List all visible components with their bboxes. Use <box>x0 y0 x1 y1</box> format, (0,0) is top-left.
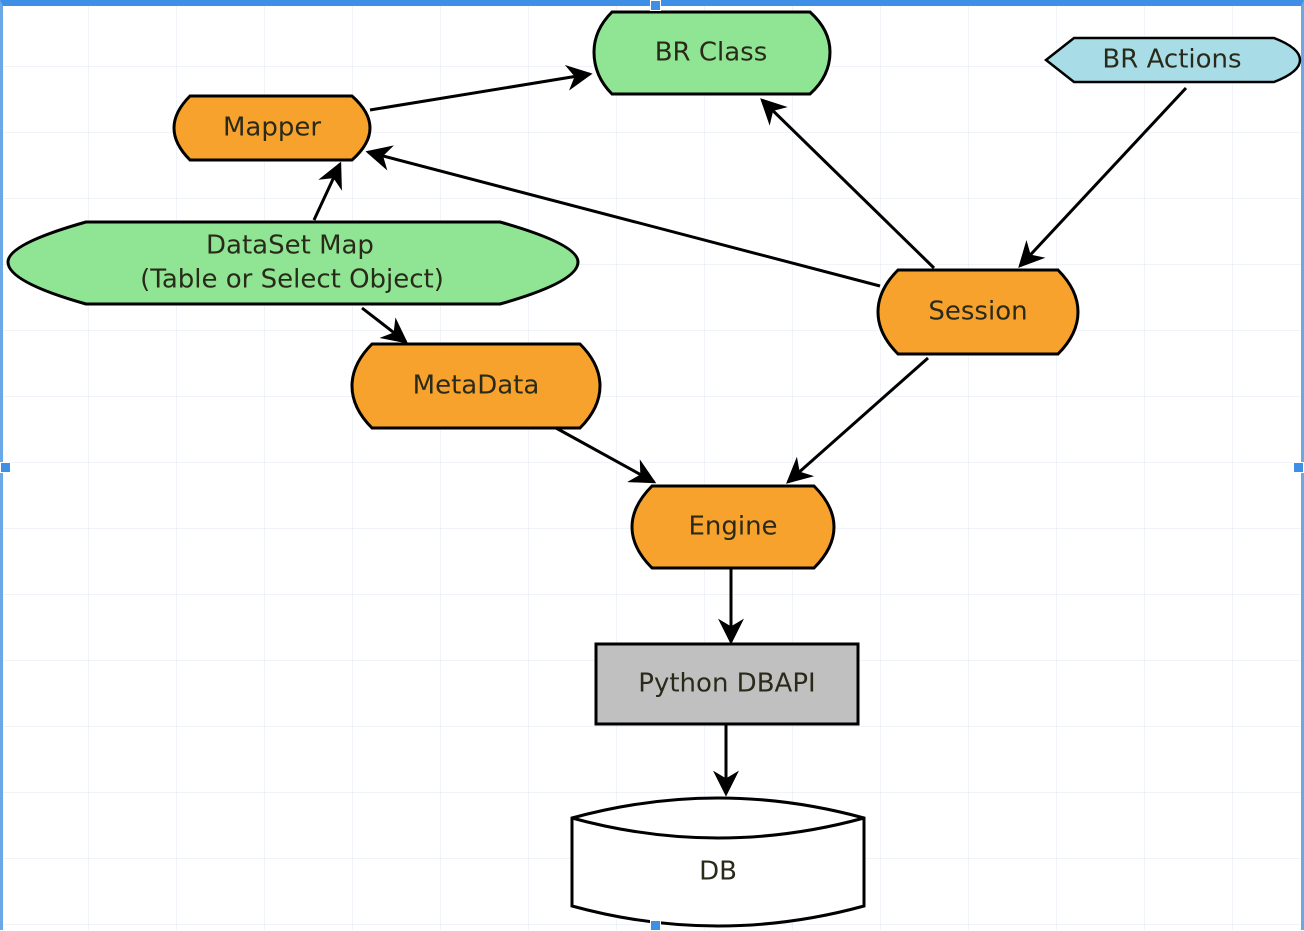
edge-metadata-to-engine <box>555 426 657 484</box>
resize-handle-bottom[interactable] <box>650 920 661 931</box>
db-label: DB <box>699 857 737 887</box>
dataset-map-label-line1: DataSet Map <box>206 231 374 261</box>
node-session[interactable]: Session <box>876 268 1080 356</box>
node-br-class[interactable]: BR Class <box>592 10 832 96</box>
edge-dataset-map-to-mapper <box>312 161 342 221</box>
node-engine[interactable]: Engine <box>630 484 836 570</box>
edge-mapper-to-br-class <box>369 64 593 112</box>
edge-dataset-map-to-metadata <box>361 306 409 344</box>
node-mapper[interactable]: Mapper <box>172 94 372 162</box>
edge-br-actions-to-session <box>1018 86 1188 268</box>
node-dataset-map[interactable]: DataSet Map (Table or Select Object) <box>6 220 580 306</box>
node-db[interactable]: DB <box>570 796 866 928</box>
python-dbapi-label: Python DBAPI <box>638 669 815 699</box>
edge-session-to-br-class <box>760 98 936 270</box>
edge-session-to-engine <box>786 356 929 484</box>
session-label: Session <box>928 297 1027 327</box>
br-actions-label: BR Actions <box>1102 45 1241 75</box>
edges <box>312 64 1188 797</box>
engine-label: Engine <box>688 512 777 542</box>
edge-session-to-mapper <box>365 145 881 288</box>
node-python-dbapi[interactable]: Python DBAPI <box>594 642 860 726</box>
resize-handle-left[interactable] <box>0 462 11 473</box>
node-metadata[interactable]: MetaData <box>350 342 602 430</box>
metadata-label: MetaData <box>413 371 540 401</box>
resize-handle-top[interactable] <box>650 0 661 11</box>
dataset-map-label-line2: (Table or Select Object) <box>140 265 444 295</box>
mapper-label: Mapper <box>223 113 321 143</box>
resize-handle-right[interactable] <box>1293 462 1304 473</box>
br-class-label: BR Class <box>655 38 768 68</box>
node-br-actions[interactable]: BR Actions <box>1043 36 1302 84</box>
